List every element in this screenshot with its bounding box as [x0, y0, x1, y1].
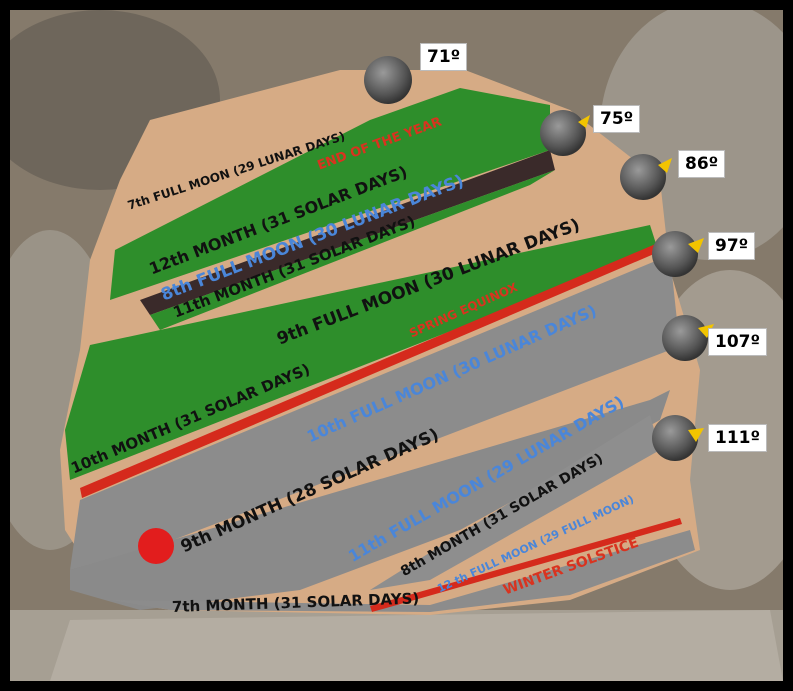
moon-icon-71	[364, 56, 412, 104]
angle-label-111: 111º	[708, 424, 767, 452]
angle-label-75: 75º	[593, 105, 640, 133]
angle-label-71: 71º	[420, 43, 467, 71]
angle-label-86: 86º	[678, 150, 725, 178]
angle-label-107: 107º	[708, 328, 767, 356]
sun-dot	[138, 528, 174, 564]
stone-blocks	[50, 610, 783, 681]
angle-label-97: 97º	[708, 232, 755, 260]
stone-calendar-scene	[10, 10, 783, 681]
